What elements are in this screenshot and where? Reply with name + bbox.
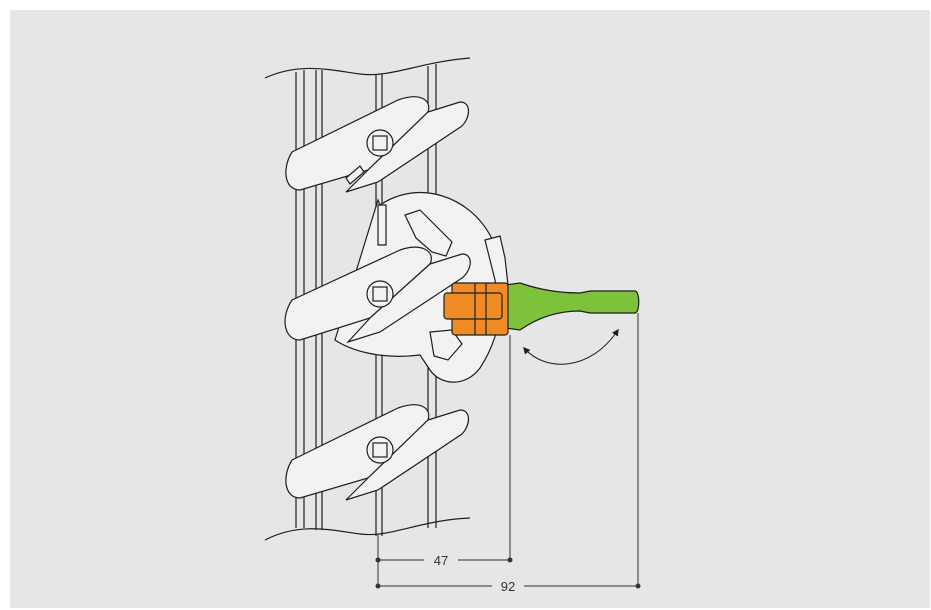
handle-green	[504, 282, 640, 331]
lever-orange	[443, 282, 509, 336]
lower-clip	[285, 404, 470, 501]
upper-clip	[285, 96, 470, 193]
dimension-47-label: 47	[434, 553, 448, 568]
dimension-lines	[375, 313, 641, 589]
middle-clip	[284, 246, 471, 344]
dimension-92-label: 92	[501, 579, 515, 594]
curved-double-arrow-icon	[523, 328, 619, 365]
